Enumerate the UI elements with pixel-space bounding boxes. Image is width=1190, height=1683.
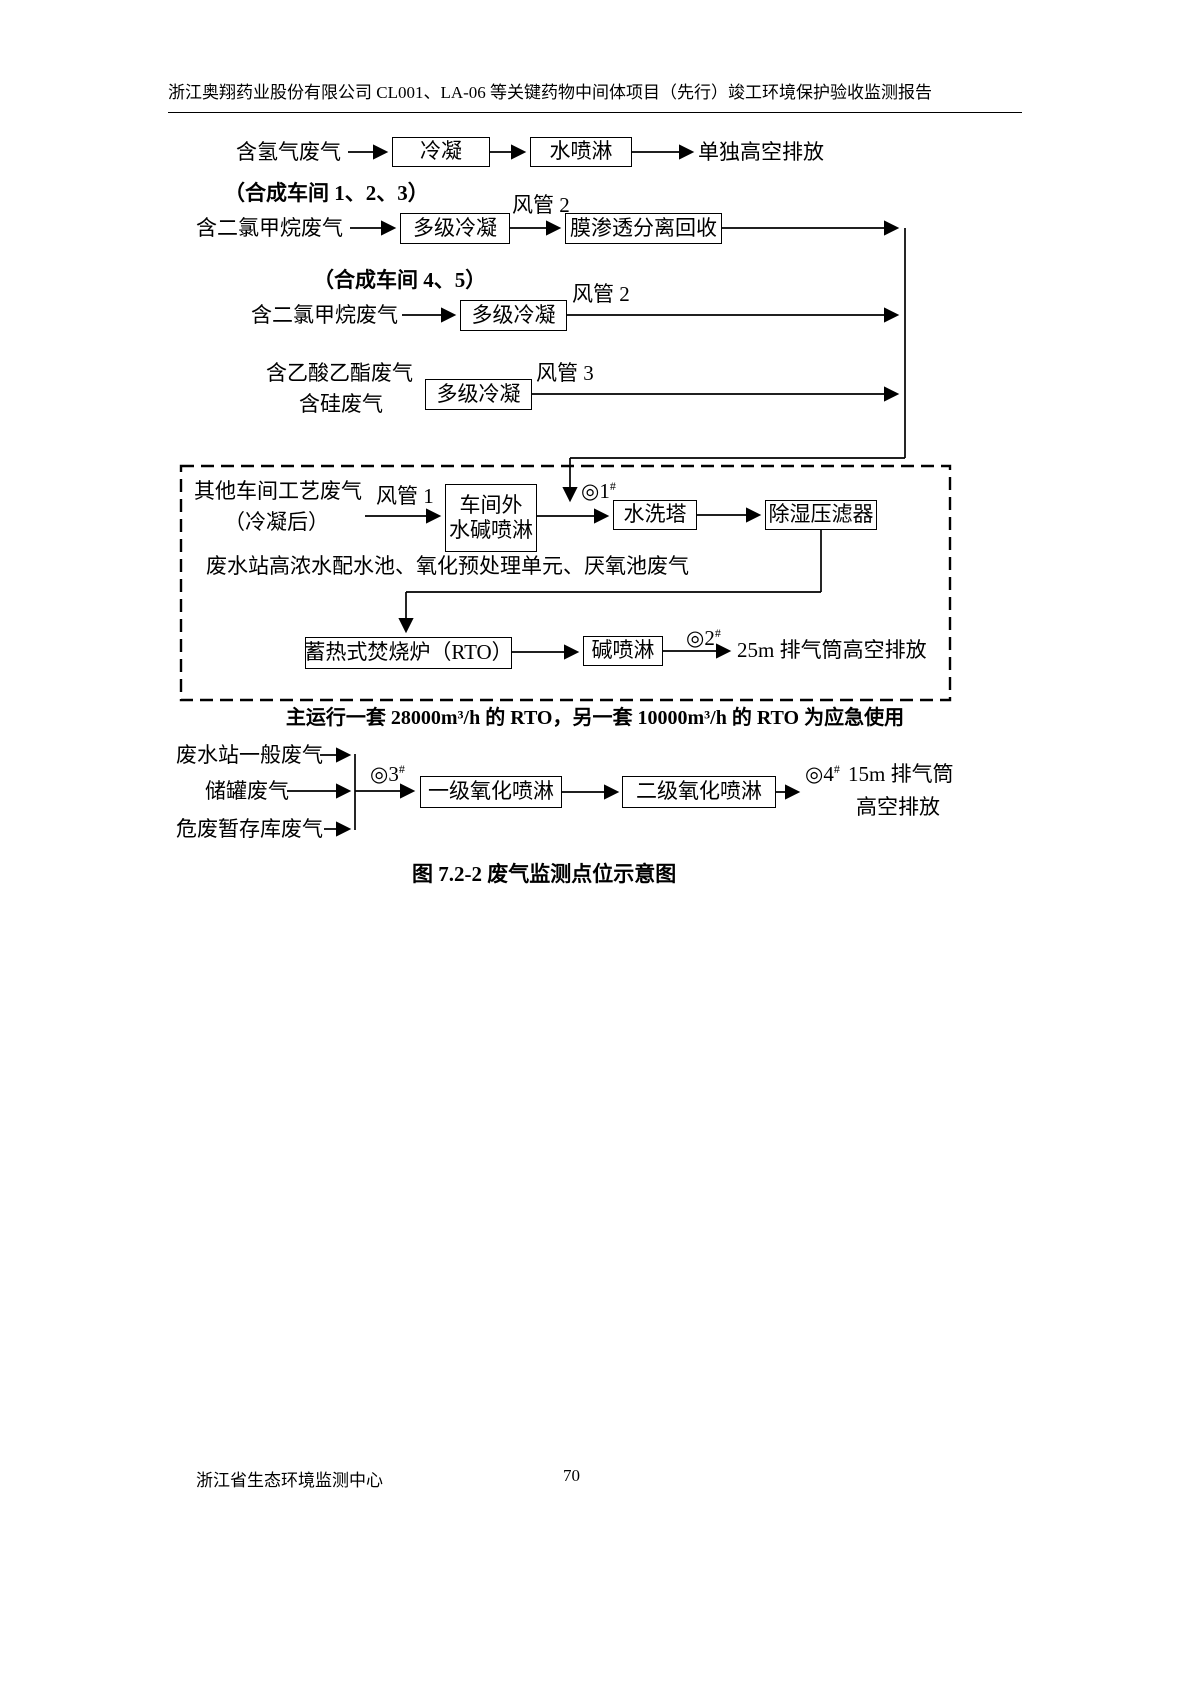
- monitor-point-1-label: ◎1: [581, 479, 610, 503]
- workshop-45-label: （合成车间 4、5）: [313, 268, 487, 292]
- tank-source-label: 储罐废气: [205, 779, 289, 803]
- monitor-point-3: ◎3#: [370, 762, 405, 787]
- monitor-point-1-sup: #: [609, 479, 616, 493]
- monitor-point-2: ◎2#: [686, 626, 721, 651]
- multi-condense-2-box: 多级冷凝: [460, 300, 567, 331]
- ethyl-source-label: 含乙酸乙酯废气: [266, 361, 413, 385]
- oxidation-stage1-box: 一级氧化喷淋: [420, 776, 562, 808]
- figure-caption: 图 7.2-2 废气监测点位示意图: [412, 862, 677, 886]
- monitor-point-4-label: ◎4: [805, 762, 834, 786]
- footer-organization: 浙江省生态环境监测中心: [196, 1471, 383, 1490]
- alkali-spray-box: 碱喷淋: [583, 636, 663, 666]
- rto-outlet-label: 25m 排气筒高空排放: [737, 638, 927, 662]
- duct-2b-label: 风管 2: [572, 282, 630, 306]
- workshop-spray-line1: 车间外: [459, 492, 523, 517]
- oxidation-stage2-box: 二级氧化喷淋: [622, 776, 776, 808]
- monitor-point-1: ◎1#: [581, 479, 616, 504]
- dcm-45-source-label: 含二氯甲烷废气: [251, 303, 398, 327]
- workshop-spray-box: 车间外 水碱喷淋: [445, 484, 537, 552]
- condense-box: 冷凝: [392, 137, 490, 167]
- monitor-point-3-sup: #: [398, 762, 405, 776]
- silicon-source-label: 含硅废气: [299, 392, 383, 416]
- monitor-point-2-sup: #: [714, 626, 721, 640]
- ws-general-source-label: 废水站一般废气: [176, 743, 323, 767]
- multi-condense-1-box: 多级冷凝: [400, 213, 510, 244]
- monitor-point-4-sup: #: [833, 762, 840, 776]
- stack15-outlet-line2: 高空排放: [856, 795, 940, 819]
- duct-3-label: 风管 3: [536, 361, 594, 385]
- stack15-outlet-line1: 15m 排气筒: [848, 762, 954, 786]
- dehumid-filter-box: 除湿压滤器: [765, 500, 877, 530]
- page-number: 70: [563, 1466, 580, 1485]
- after-condense-label: （冷凝后）: [224, 510, 329, 534]
- page-header: 浙江奥翔药业股份有限公司 CL001、LA-06 等关键药物中间体项目（先行）竣…: [168, 78, 1022, 113]
- workshop-spray-line2: 水碱喷淋: [449, 518, 533, 542]
- monitor-point-2-label: ◎2: [686, 626, 715, 650]
- membrane-recovery-box: 膜渗透分离回收: [565, 213, 722, 244]
- duct-1-label: 风管 1: [376, 484, 434, 508]
- dcm-123-source-label: 含二氯甲烷废气: [196, 216, 343, 240]
- other-workshop-source-label: 其他车间工艺废气: [194, 479, 362, 503]
- duct-2a-label: 风管 2: [512, 193, 570, 217]
- monitor-point-3-label: ◎3: [370, 762, 399, 786]
- multi-condense-3-box: 多级冷凝: [425, 379, 532, 410]
- hydrogen-source-label: 含氢气废气: [236, 140, 341, 164]
- page-header-text: 浙江奥翔药业股份有限公司 CL001、LA-06 等关键药物中间体项目（先行）竣…: [168, 83, 933, 102]
- rto-note: 主运行一套 28000m³/h 的 RTO，另一套 10000m³/h 的 RT…: [285, 707, 905, 729]
- monitor-point-4: ◎4#: [805, 762, 840, 787]
- rto-box: 蓄热式焚烧炉（RTO）: [304, 637, 513, 669]
- hazwaste-source-label: 危废暂存库废气: [176, 817, 323, 841]
- water-spray-box: 水喷淋: [530, 137, 632, 167]
- wash-tower-box: 水洗塔: [613, 500, 697, 530]
- hydrogen-outlet-label: 单独高空排放: [698, 140, 824, 164]
- workshop-123-label: （合成车间 1、2、3）: [224, 181, 429, 205]
- wastewater-source-label: 废水站高浓水配水池、氧化预处理单元、厌氧池废气: [206, 554, 689, 578]
